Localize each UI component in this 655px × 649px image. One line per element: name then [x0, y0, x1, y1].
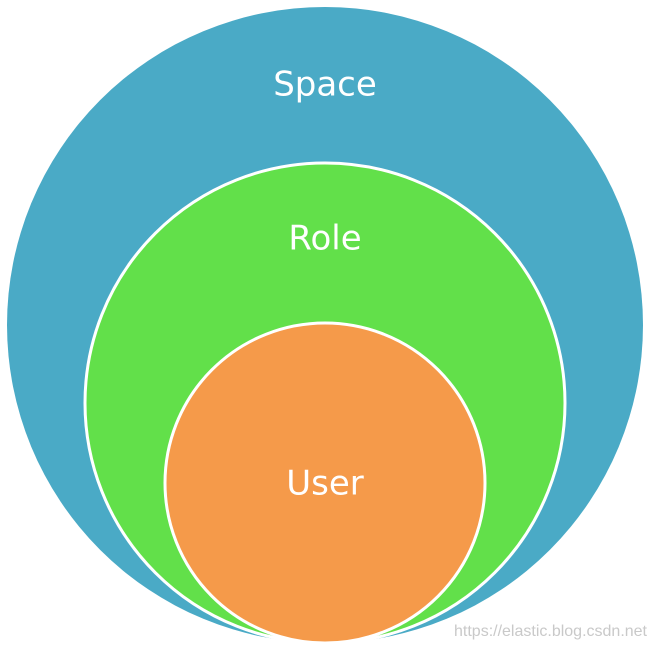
role-label: Role: [288, 219, 361, 259]
user-group: User: [163, 321, 487, 645]
user-label: User: [286, 464, 364, 504]
user-circle: [163, 321, 487, 645]
watermark-text: https://elastic.blog.csdn.net: [454, 623, 648, 640]
space-label: Space: [273, 65, 377, 105]
